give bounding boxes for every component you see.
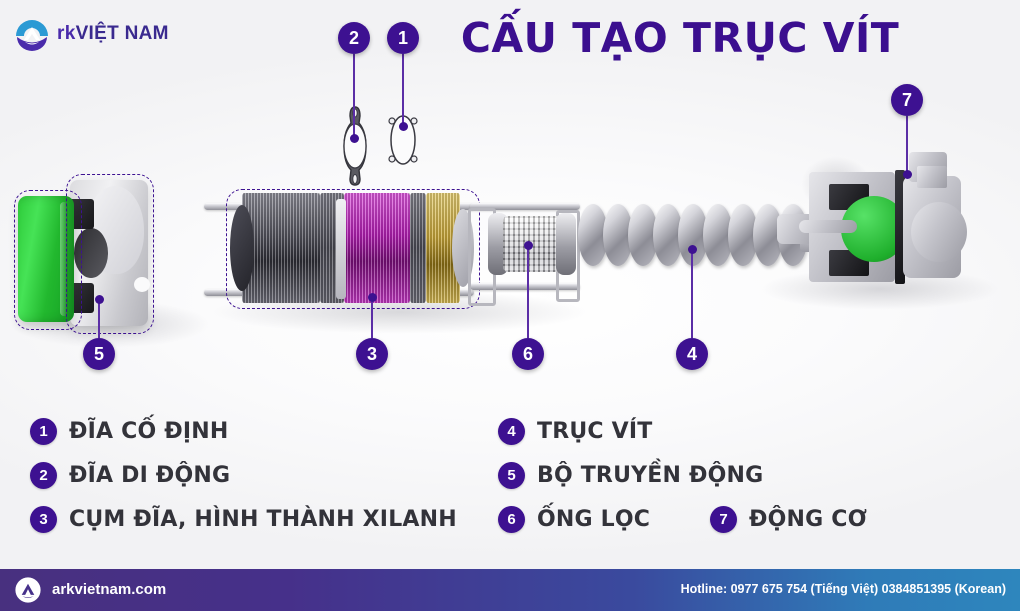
filter-cap-right [556, 213, 576, 275]
legend-item-4[interactable]: 4 TRỤC VÍT [498, 418, 652, 445]
callout-badge-6[interactable]: 6 [512, 338, 544, 370]
legend-label-2: ĐĨA DI ĐỘNG [69, 463, 231, 488]
callout-leader-line-5 [98, 300, 100, 338]
part-moving-disc-plate [340, 105, 370, 187]
disc-ribs [242, 193, 320, 303]
callout-anchor-dot-6 [523, 241, 533, 250]
transmission-ring [74, 228, 108, 278]
callout-anchor-dot-5 [94, 295, 104, 304]
legend-item-2[interactable]: 2 ĐĨA DI ĐỘNG [30, 462, 230, 489]
callout-badge-7[interactable]: 7 [891, 84, 923, 116]
callout-leader-line-1 [402, 54, 404, 126]
legend-label-3: CỤM ĐĨA, HÌNH THÀNH XILANH [69, 507, 457, 532]
gearbox-round-cover [911, 202, 967, 262]
part-motor-assembly [777, 152, 975, 286]
callout-leader-line-7 [906, 116, 908, 174]
legend-badge-3: 3 [30, 506, 57, 533]
part-fixed-disc-plate [386, 112, 420, 168]
legend-label-7: ĐỘNG CƠ [749, 507, 868, 532]
filter-rod-top [470, 203, 580, 210]
callout-badge-3[interactable]: 3 [356, 338, 388, 370]
legend-item-5[interactable]: 5 BỘ TRUYỀN ĐỘNG [498, 462, 763, 489]
callout-leader-line-4 [691, 250, 693, 338]
legend-badge-1: 1 [30, 418, 57, 445]
footer-bar: arkvietnam.com Hotline: 0977 675 754 (Ti… [0, 569, 1020, 611]
footer-logo-icon [14, 576, 42, 604]
motor-fin-block [917, 166, 947, 188]
callout-anchor-dot-3 [367, 293, 377, 302]
disc-ribs [410, 193, 426, 303]
callout-anchor-dot-1 [398, 122, 408, 131]
legend-badge-7: 7 [710, 506, 737, 533]
part-screw-shaft [578, 200, 820, 280]
callout-leader-line-2 [353, 54, 355, 138]
transmission-mount-hole [134, 277, 150, 292]
disc-band [242, 193, 320, 303]
legend-badge-6: 6 [498, 506, 525, 533]
disc-pack-end-cap [230, 205, 254, 291]
callout-badge-1[interactable]: 1 [387, 22, 419, 54]
disc-ribs [344, 193, 410, 303]
legend-item-1[interactable]: 1 ĐĨA CỐ ĐỊNH [30, 418, 228, 445]
legend-item-3[interactable]: 3 CỤM ĐĨA, HÌNH THÀNH XILANH [30, 506, 457, 533]
callout-leader-line-6 [527, 246, 529, 338]
brand-logo: rkVIỆT NAM [12, 14, 169, 54]
footer-hotline: Hotline: 0977 675 754 (Tiếng Việt) 03848… [680, 582, 1006, 596]
motor-side-plate [895, 170, 905, 284]
ark-arc-logo-icon [12, 14, 52, 54]
callout-anchor-dot-4 [687, 245, 697, 254]
footer-website[interactable]: arkvietnam.com [52, 581, 167, 598]
callout-badge-2[interactable]: 2 [338, 22, 370, 54]
page-title: CẤU TẠO TRỤC VÍT [460, 14, 900, 62]
callout-badge-4[interactable]: 4 [676, 338, 708, 370]
brand-logo-text: rkVIỆT NAM [57, 23, 169, 45]
brand-logo-rk: rk [57, 23, 76, 44]
legend-badge-4: 4 [498, 418, 525, 445]
part-disc-pack-assembly [204, 189, 480, 309]
transmission-green-block [18, 196, 74, 322]
legend-label-4: TRỤC VÍT [537, 419, 653, 444]
disc-pack-mid-flange [336, 199, 346, 299]
legend-item-7[interactable]: 7 ĐỘNG CƠ [710, 506, 867, 533]
callout-badge-5[interactable]: 5 [83, 338, 115, 370]
legend-badge-5: 5 [498, 462, 525, 489]
callout-anchor-dot-7 [902, 170, 912, 179]
legend-label-5: BỘ TRUYỀN ĐỘNG [537, 463, 764, 488]
disc-band-magenta [344, 193, 410, 303]
legend-badge-2: 2 [30, 462, 57, 489]
legend-label-1: ĐĨA CỐ ĐỊNH [69, 419, 229, 444]
disc-band [410, 193, 426, 303]
filter-rod-bottom [470, 283, 580, 290]
legend-label-6: ỐNG LỌC [537, 507, 651, 532]
motor-shaft [799, 220, 857, 233]
callout-anchor-dot-2 [349, 134, 359, 143]
callout-leader-line-3 [371, 298, 373, 338]
brand-logo-country: VIỆT NAM [75, 23, 169, 44]
legend-item-6[interactable]: 6 ỐNG LỌC [498, 506, 650, 533]
